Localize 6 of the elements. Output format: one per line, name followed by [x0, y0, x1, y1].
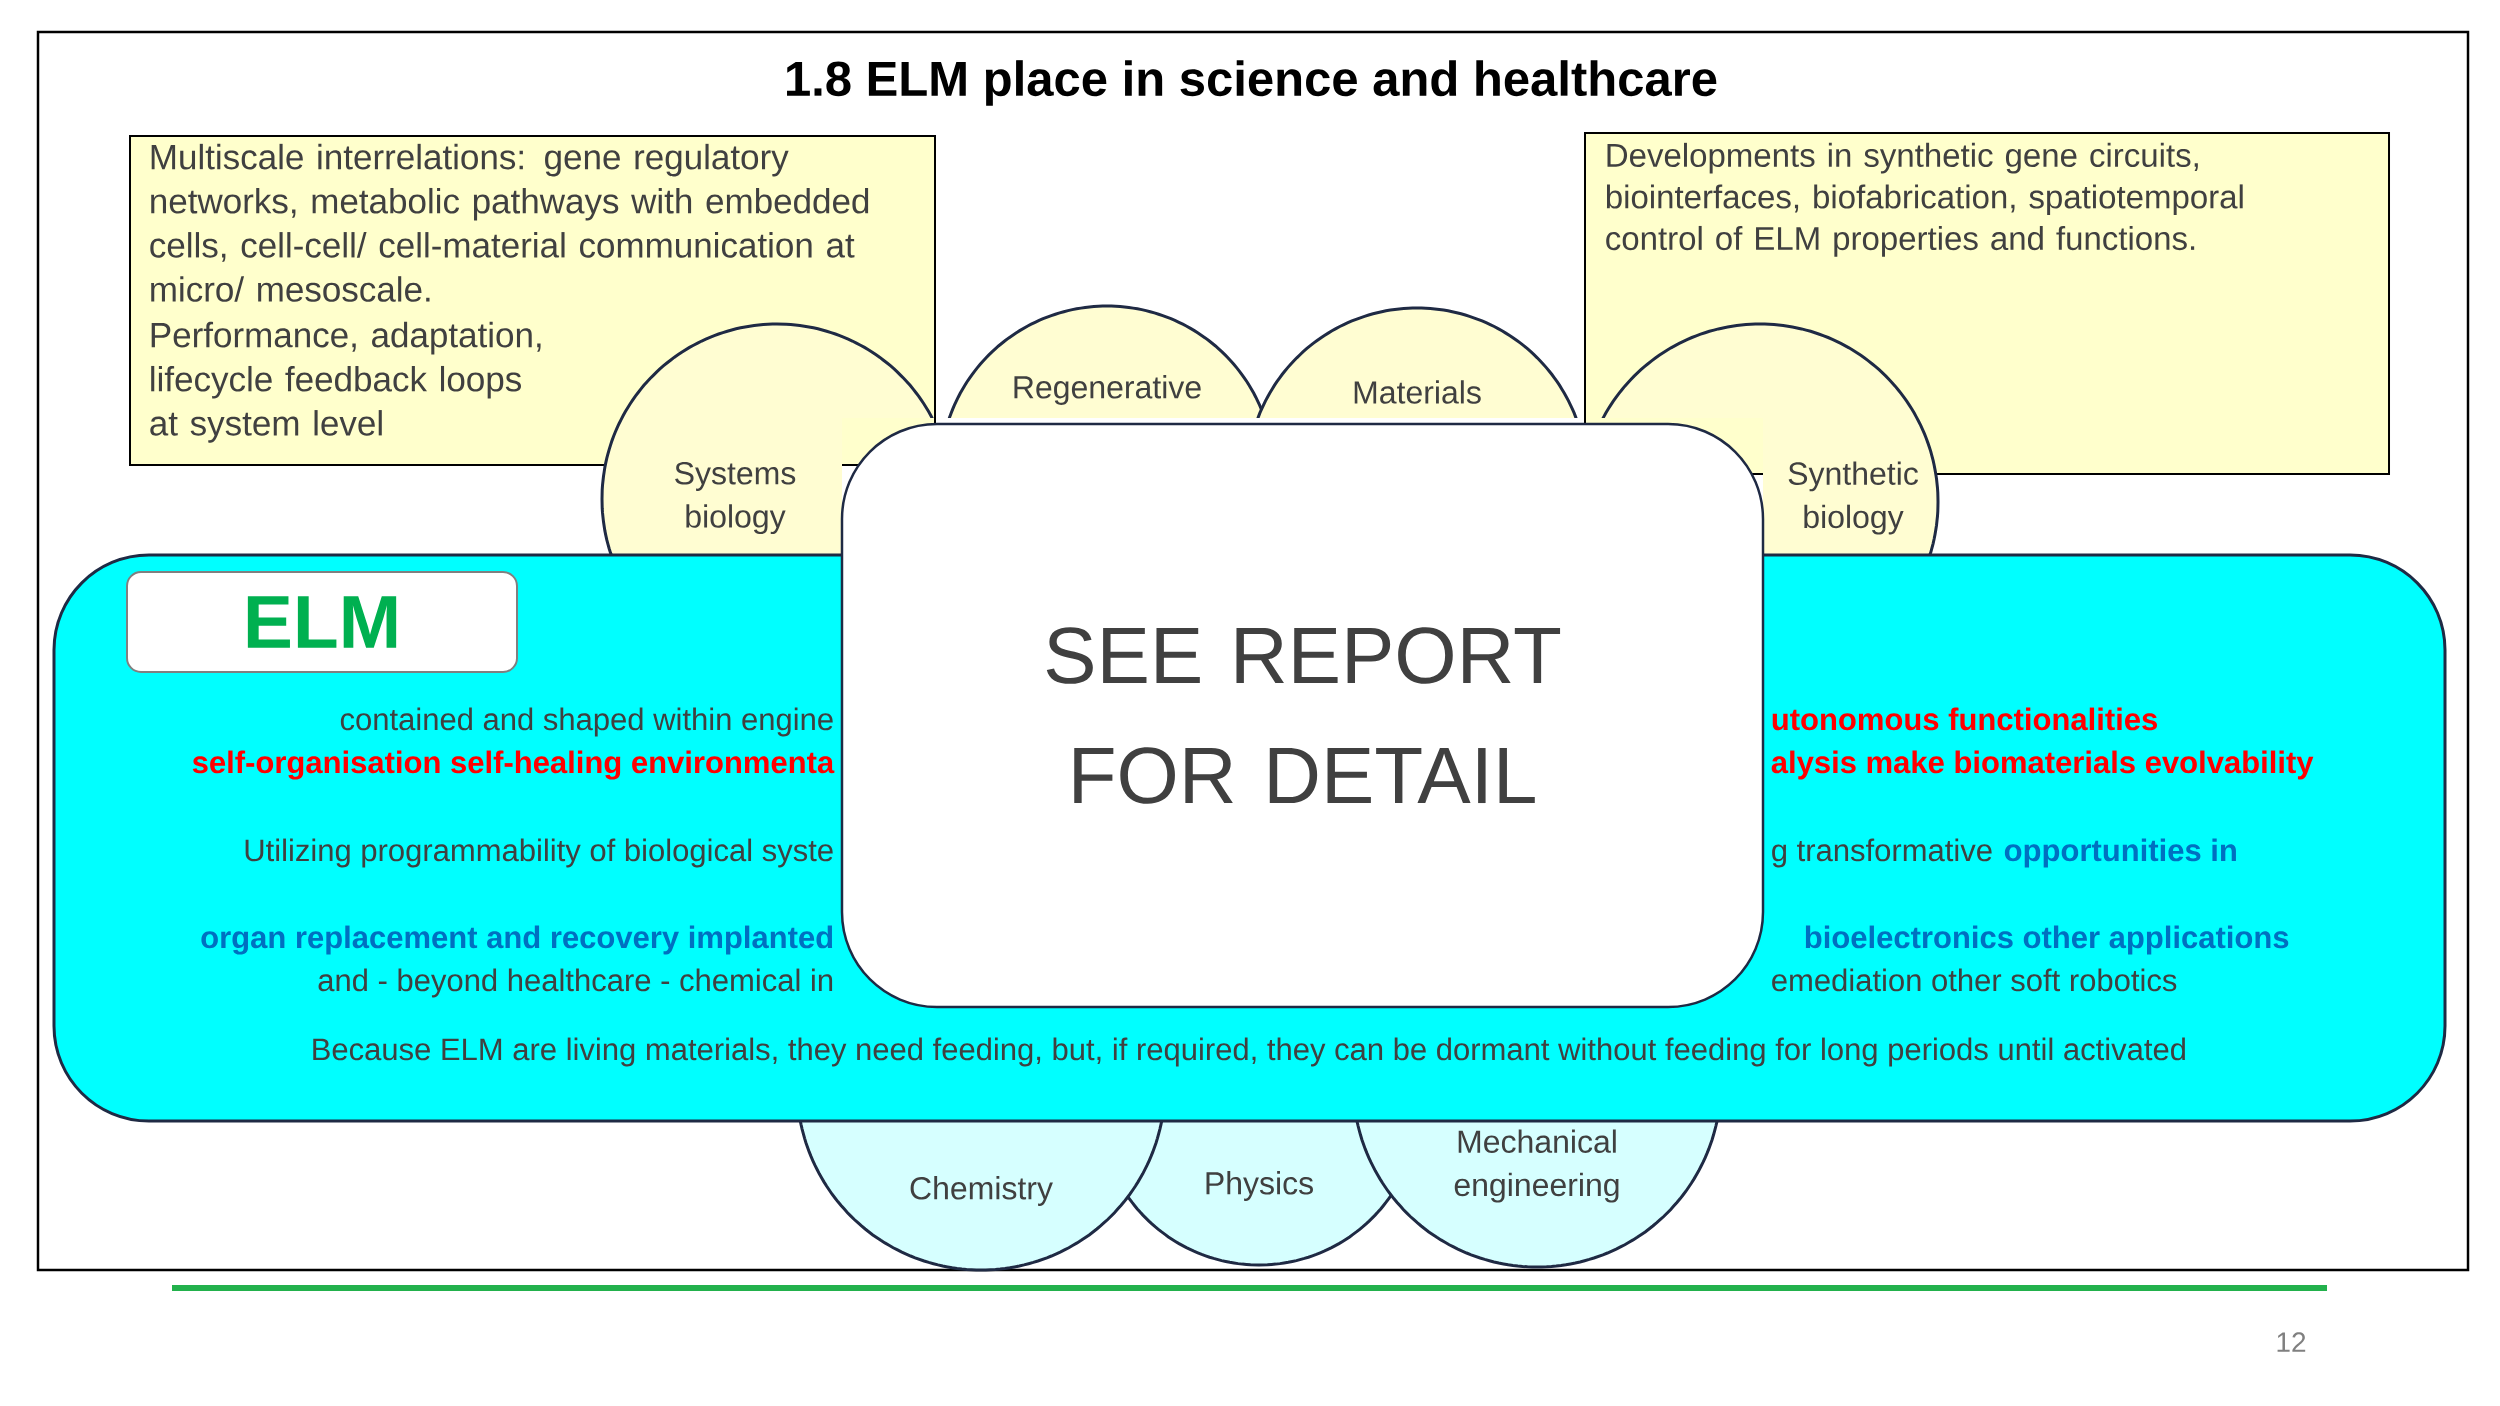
title: 1.8 ELM place in science and healthcare: [787, 60, 1717, 106]
page-number: 12: [2277, 1332, 2306, 1352]
notice-box: SEE REPORT FOR DETAIL: [840, 422, 1765, 1009]
heading-button: ELM: [126, 571, 518, 673]
node-label: Chemistry: [910, 1176, 1053, 1206]
node-label: Mechanical engineering: [1454, 1129, 1619, 1203]
